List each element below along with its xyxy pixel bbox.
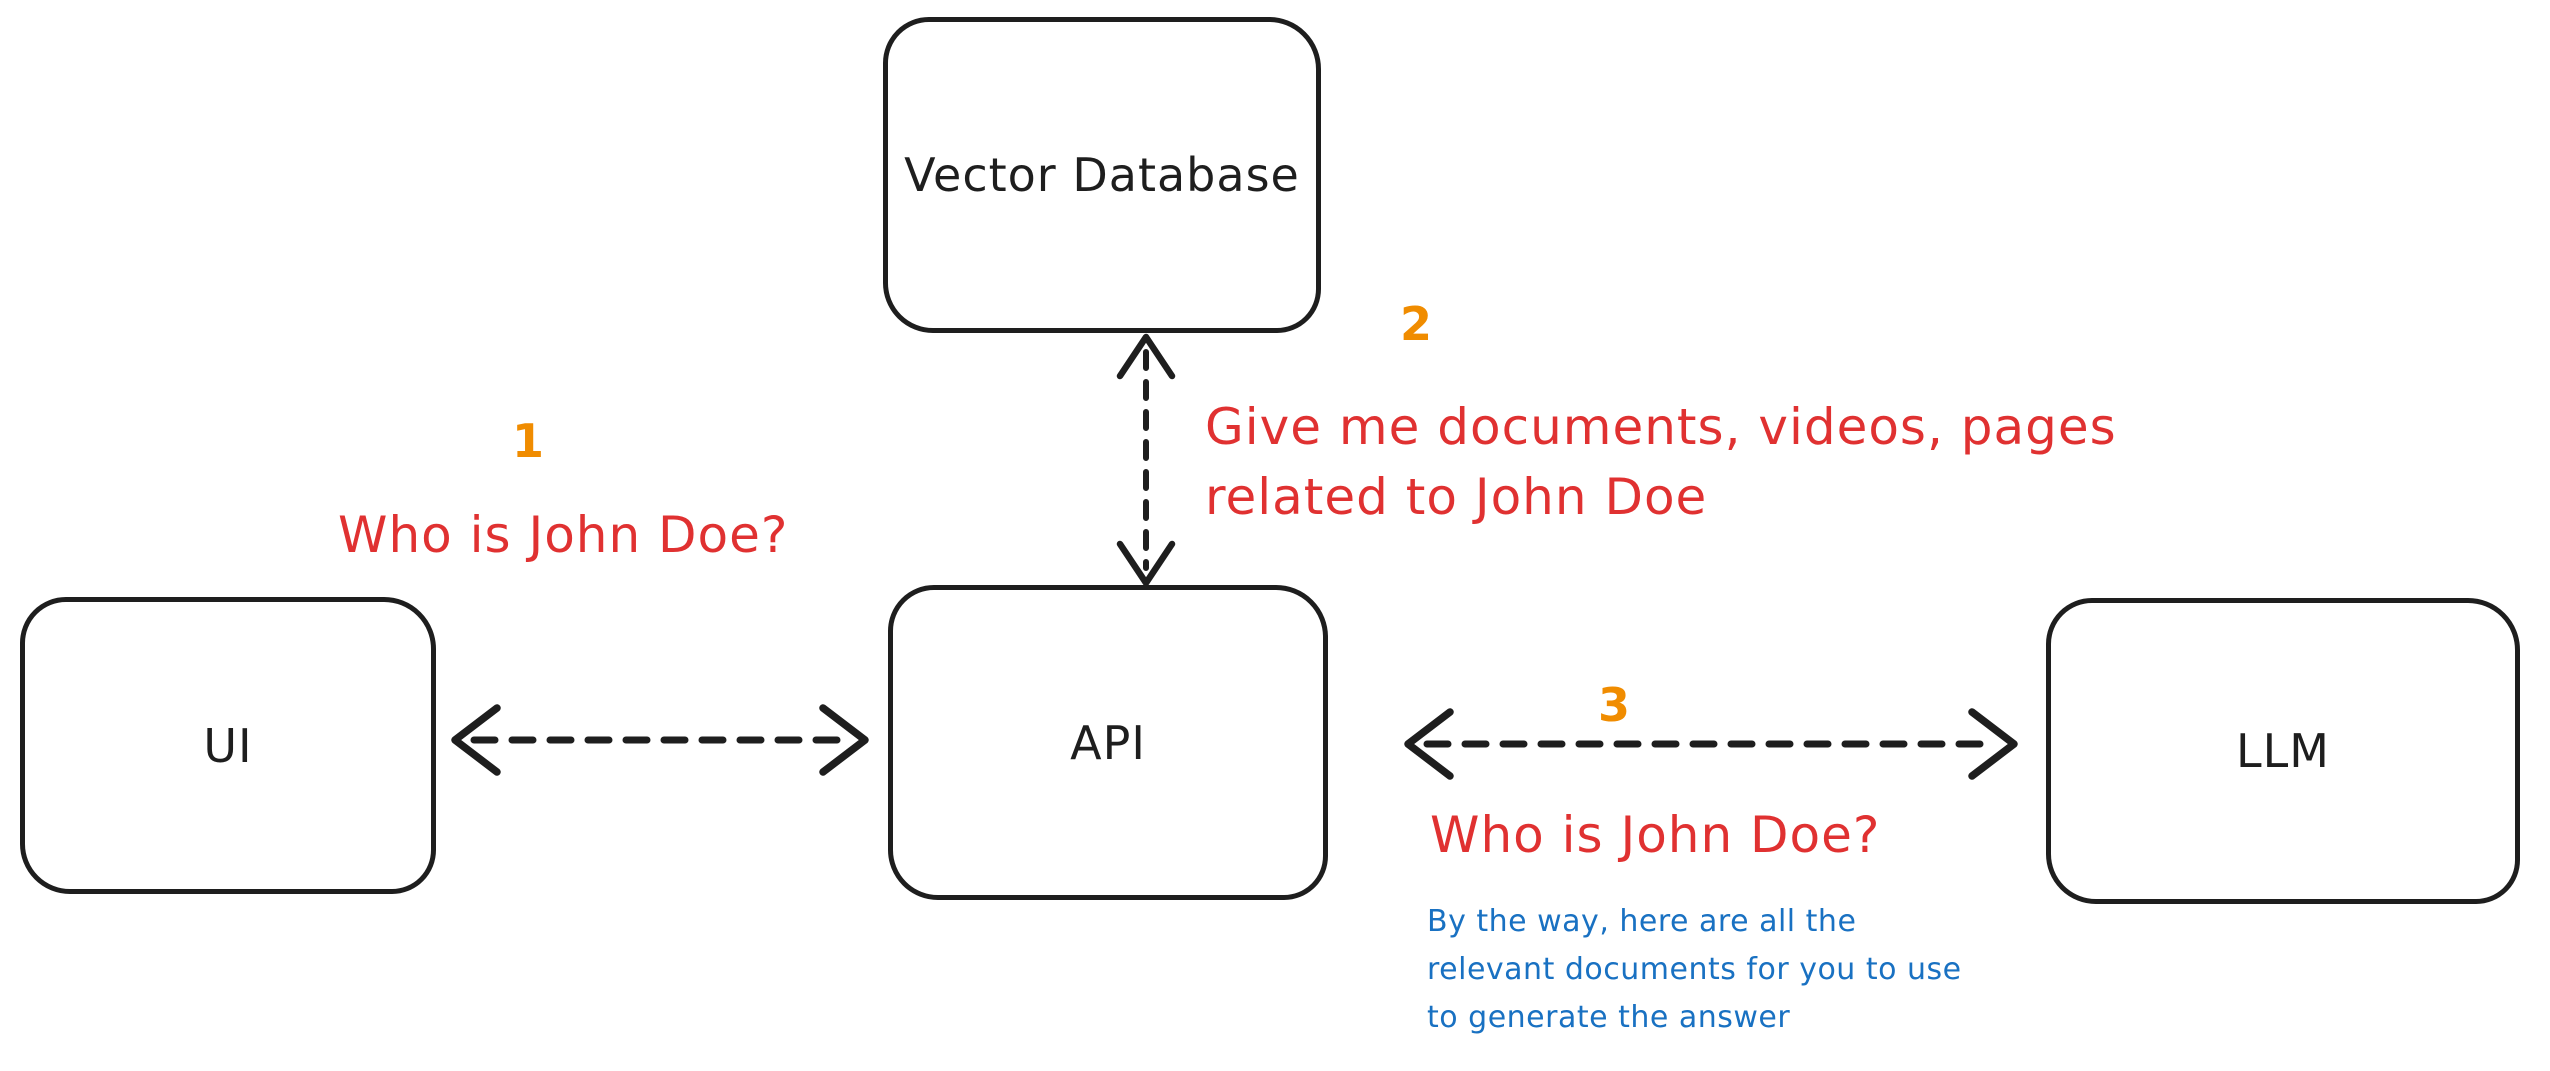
arrowhead-left-icon xyxy=(451,704,501,776)
query-text-2: Give me documents, videos, pages related… xyxy=(1205,392,2117,532)
arrowhead-left-icon xyxy=(1404,708,1454,780)
edge-api-llm xyxy=(1404,708,2018,780)
step-number-2: 2 xyxy=(1400,297,1434,351)
arrowhead-up-icon xyxy=(1116,333,1176,380)
arrowhead-right-icon xyxy=(819,704,869,776)
step-number-3: 3 xyxy=(1598,678,1632,732)
query-text-3: Who is John Doe? xyxy=(1430,806,1881,864)
edge-api-vector-database xyxy=(1116,333,1176,587)
query-text-2-line2: related to John Doe xyxy=(1205,468,1708,526)
node-vector-database-label: Vector Database xyxy=(904,148,1300,202)
arrowhead-down-icon xyxy=(1116,540,1176,587)
edge-ui-api xyxy=(451,704,869,776)
node-ui-label: UI xyxy=(203,718,253,773)
node-llm: LLM xyxy=(2046,598,2520,904)
node-api-label: API xyxy=(1070,715,1146,770)
step-number-1: 1 xyxy=(512,414,546,468)
note-text: By the way, here are all the relevant do… xyxy=(1427,898,1962,1042)
note-text-line3: to generate the answer xyxy=(1427,1000,1791,1035)
query-text-2-line1: Give me documents, videos, pages xyxy=(1205,398,2117,456)
node-llm-label: LLM xyxy=(2236,724,2330,778)
query-text-1: Who is John Doe? xyxy=(338,506,789,564)
node-vector-database: Vector Database xyxy=(883,17,1321,333)
note-text-line2: relevant documents for you to use xyxy=(1427,952,1962,987)
node-api: API xyxy=(888,585,1328,900)
node-ui: UI xyxy=(20,597,436,894)
arrowhead-right-icon xyxy=(1968,708,2018,780)
note-text-line1: By the way, here are all the xyxy=(1427,904,1857,939)
